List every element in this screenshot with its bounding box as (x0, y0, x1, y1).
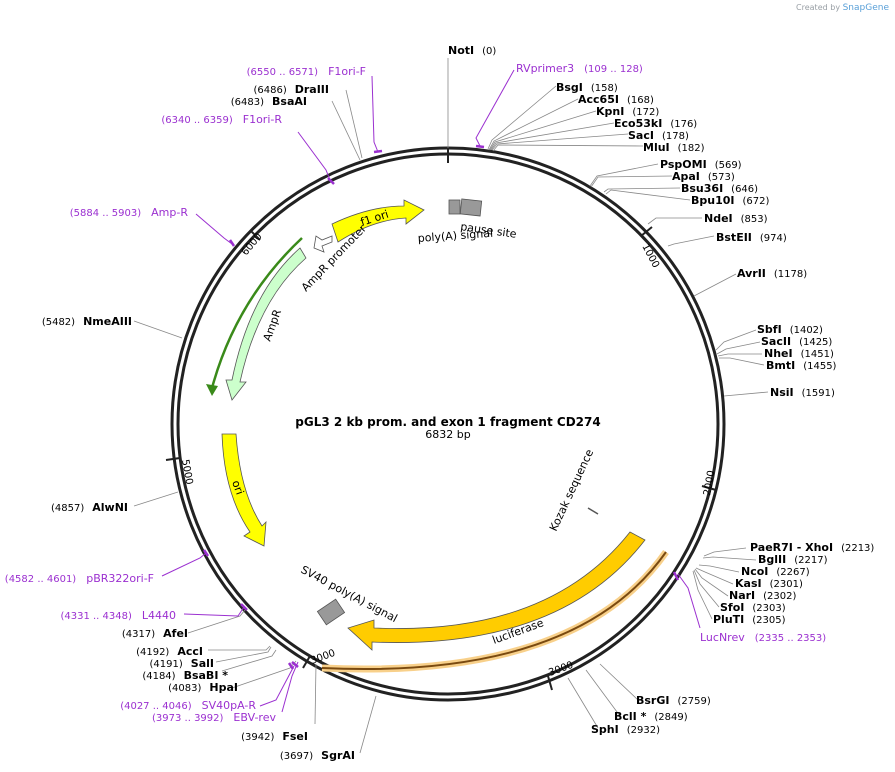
site-bsu36i[interactable]: Bsu36I(646) (681, 182, 758, 195)
site-bglii[interactable]: BglII(2217) (758, 553, 828, 566)
primer-marks (202, 144, 680, 670)
tick-label-6000: 6000 (240, 231, 265, 258)
luciferase-arrow[interactable] (347, 531, 646, 651)
site-fsei[interactable]: (3942)FseI (241, 730, 308, 743)
site-nhei[interactable]: NheI(1451) (764, 347, 834, 360)
ori-label: ori (229, 479, 246, 497)
site-acci[interactable]: (4192)AccI (136, 645, 203, 658)
site-sali[interactable]: (4191)SalI (150, 657, 214, 670)
sv40-polya-label: SV40 poly(A) signal (299, 563, 400, 625)
site-alwni[interactable]: (4857)AlwNI (51, 501, 128, 514)
site-sfoi[interactable]: SfoI(2303) (720, 601, 786, 614)
site-ndei[interactable]: NdeI(853) (704, 212, 768, 225)
site-bsabi[interactable]: (4184)BsaBI * (142, 669, 228, 682)
site-bmti[interactable]: BmtI(1455) (766, 359, 837, 372)
site-kpni[interactable]: KpnI(172) (596, 105, 659, 118)
site-acc65i[interactable]: Acc65I(168) (578, 93, 654, 106)
site-sbfi[interactable]: SbfI(1402) (757, 323, 823, 336)
site-saci[interactable]: SacI(178) (628, 129, 689, 142)
primer-amp-r[interactable]: (5884 .. 5903)Amp-R (70, 206, 189, 219)
site-nari[interactable]: NarI(2302) (729, 589, 797, 602)
site-apai[interactable]: ApaI(573) (672, 170, 735, 183)
site-labels: NotI(0) BsgI(158) Acc65I(168) KpnI(172) … (42, 44, 875, 762)
primer-f1ori-f[interactable]: (6550 .. 6571)F1ori-F (247, 65, 366, 78)
credit-text: Created by (796, 3, 841, 12)
primer-f1ori-r[interactable]: (6340 .. 6359)F1ori-R (161, 113, 282, 126)
site-nsii[interactable]: NsiI(1591) (770, 386, 835, 399)
pause-site-box-1[interactable] (448, 199, 461, 215)
primer-labels: RVprimer3(109 .. 128) LucNrev(2335 .. 23… (5, 62, 826, 724)
site-noti[interactable]: NotI(0) (448, 44, 496, 57)
site-bpu10i[interactable]: Bpu10I(672) (691, 194, 769, 207)
kozak-label: Kozak sequence (547, 447, 596, 533)
plasmid-name: pGL3 2 kb prom. and exon 1 fragment CD27… (295, 415, 600, 429)
site-leaders (133, 58, 769, 754)
primer-rvprimer3[interactable]: RVprimer3(109 .. 128) (516, 62, 643, 75)
polya-signal-label: poly(A) signal (417, 227, 493, 245)
site-sacii[interactable]: SacII(1425) (761, 335, 832, 348)
ampr-arrow[interactable] (225, 247, 307, 401)
primer-lucnrev[interactable]: LucNrev(2335 .. 2353) (700, 631, 826, 644)
site-bcli[interactable]: BclI *(2849) (614, 710, 688, 723)
site-pspomi[interactable]: PspOMI(569) (660, 158, 742, 171)
primer-pbr322ori-f[interactable]: (4582 .. 4601)pBR322ori-F (5, 572, 154, 585)
ori-arrow[interactable] (221, 433, 267, 547)
luciferase-orf-inner (321, 551, 667, 670)
site-bsaai[interactable]: (6483)BsaAI (231, 95, 307, 108)
tick-label-5000: 5000 (179, 459, 194, 486)
site-nmeaiii[interactable]: (5482)NmeAIII (42, 315, 132, 328)
plasmid-length: 6832 bp (425, 428, 470, 441)
primer-ebv-rev[interactable]: (3973 .. 3992)EBV-rev (152, 711, 276, 724)
site-bsteii[interactable]: BstEII(974) (716, 231, 787, 244)
tick-marks (165, 148, 717, 691)
sv40-polya-box[interactable] (316, 598, 346, 626)
site-pluti[interactable]: PluTI(2305) (713, 613, 786, 626)
f1-ori-label: f1 ori (359, 208, 390, 229)
site-mlui[interactable]: MluI(182) (643, 141, 705, 154)
site-kasi[interactable]: KasI(2301) (735, 577, 803, 590)
primer-l4440[interactable]: (4331 .. 4348)L4440 (60, 609, 176, 622)
ampr-orf-arrowhead (206, 384, 218, 396)
ampr-promoter-label: AmpR promoter (299, 222, 369, 294)
site-afei[interactable]: (4317)AfeI (122, 627, 188, 640)
snapgene-logo: SnapGene (842, 3, 889, 13)
primer-sv40pa-r[interactable]: (4027 .. 4046)SV40pA-R (120, 699, 256, 712)
site-eco53ki[interactable]: Eco53kI(176) (614, 117, 697, 130)
site-bsgi[interactable]: BsgI(158) (556, 81, 618, 94)
f1-ori-arrow[interactable] (331, 199, 425, 243)
primer-leaders (161, 69, 701, 713)
site-sgrai[interactable]: (3697)SgrAI (280, 749, 355, 762)
site-ncoi[interactable]: NcoI(2267) (741, 565, 810, 578)
site-paer7i-xhoi[interactable]: PaeR7I - XhoI(2213) (750, 541, 874, 554)
site-hpai[interactable]: (4083)HpaI (168, 681, 238, 694)
site-draiii[interactable]: (6486)DraIII (253, 83, 329, 96)
site-avrii[interactable]: AvrII(1178) (737, 267, 807, 280)
ampr-promoter-arrow[interactable] (313, 235, 333, 253)
site-sphi[interactable]: SphI(2932) (591, 723, 660, 736)
snapgene-credit: Created by SnapGene (796, 3, 889, 13)
site-bsrgi[interactable]: BsrGI(2759) (636, 694, 711, 707)
kozak-mark (587, 507, 599, 515)
pause-site-box-2[interactable] (459, 198, 483, 217)
tick-label-2000: 2000 (702, 470, 717, 497)
ampr-orf-line (210, 237, 303, 389)
